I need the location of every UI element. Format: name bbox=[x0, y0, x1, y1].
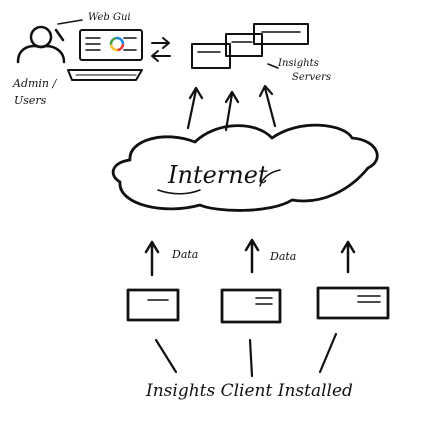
client-caption: Insights Client Installed bbox=[145, 381, 353, 401]
data-arrows bbox=[144, 238, 356, 277]
client-caption-lines bbox=[154, 332, 338, 378]
data-arrow-right bbox=[340, 240, 356, 274]
data-arrow-middle bbox=[244, 238, 260, 274]
data-label-middle: Data bbox=[269, 250, 296, 263]
insights-servers-label-line2: Servers bbox=[292, 72, 331, 83]
web-gui-screen bbox=[67, 29, 143, 81]
client-computer-right bbox=[316, 286, 390, 320]
admin-users-label-line1: Admin / bbox=[12, 77, 58, 90]
insights-servers-label-line1: Insights bbox=[277, 58, 319, 69]
client-computer-left bbox=[126, 288, 180, 322]
internet-label: Internet bbox=[167, 161, 268, 189]
insights-servers-stack bbox=[191, 23, 309, 69]
web-gui-logo-icon bbox=[109, 36, 125, 52]
admin-user-figure bbox=[16, 25, 66, 64]
gui-server-arrows bbox=[151, 37, 171, 62]
data-label-left: Data bbox=[171, 248, 198, 261]
admin-users-label-line2: Users bbox=[14, 94, 47, 107]
data-arrow-left bbox=[144, 240, 160, 277]
internet-to-servers-arrows bbox=[186, 84, 277, 132]
servers-leader-line bbox=[267, 63, 279, 69]
internet-cloud bbox=[111, 123, 379, 212]
web-gui-leader-line bbox=[57, 19, 83, 25]
client-computer-middle bbox=[220, 288, 282, 324]
web-gui-label: Web Gui bbox=[88, 12, 131, 23]
